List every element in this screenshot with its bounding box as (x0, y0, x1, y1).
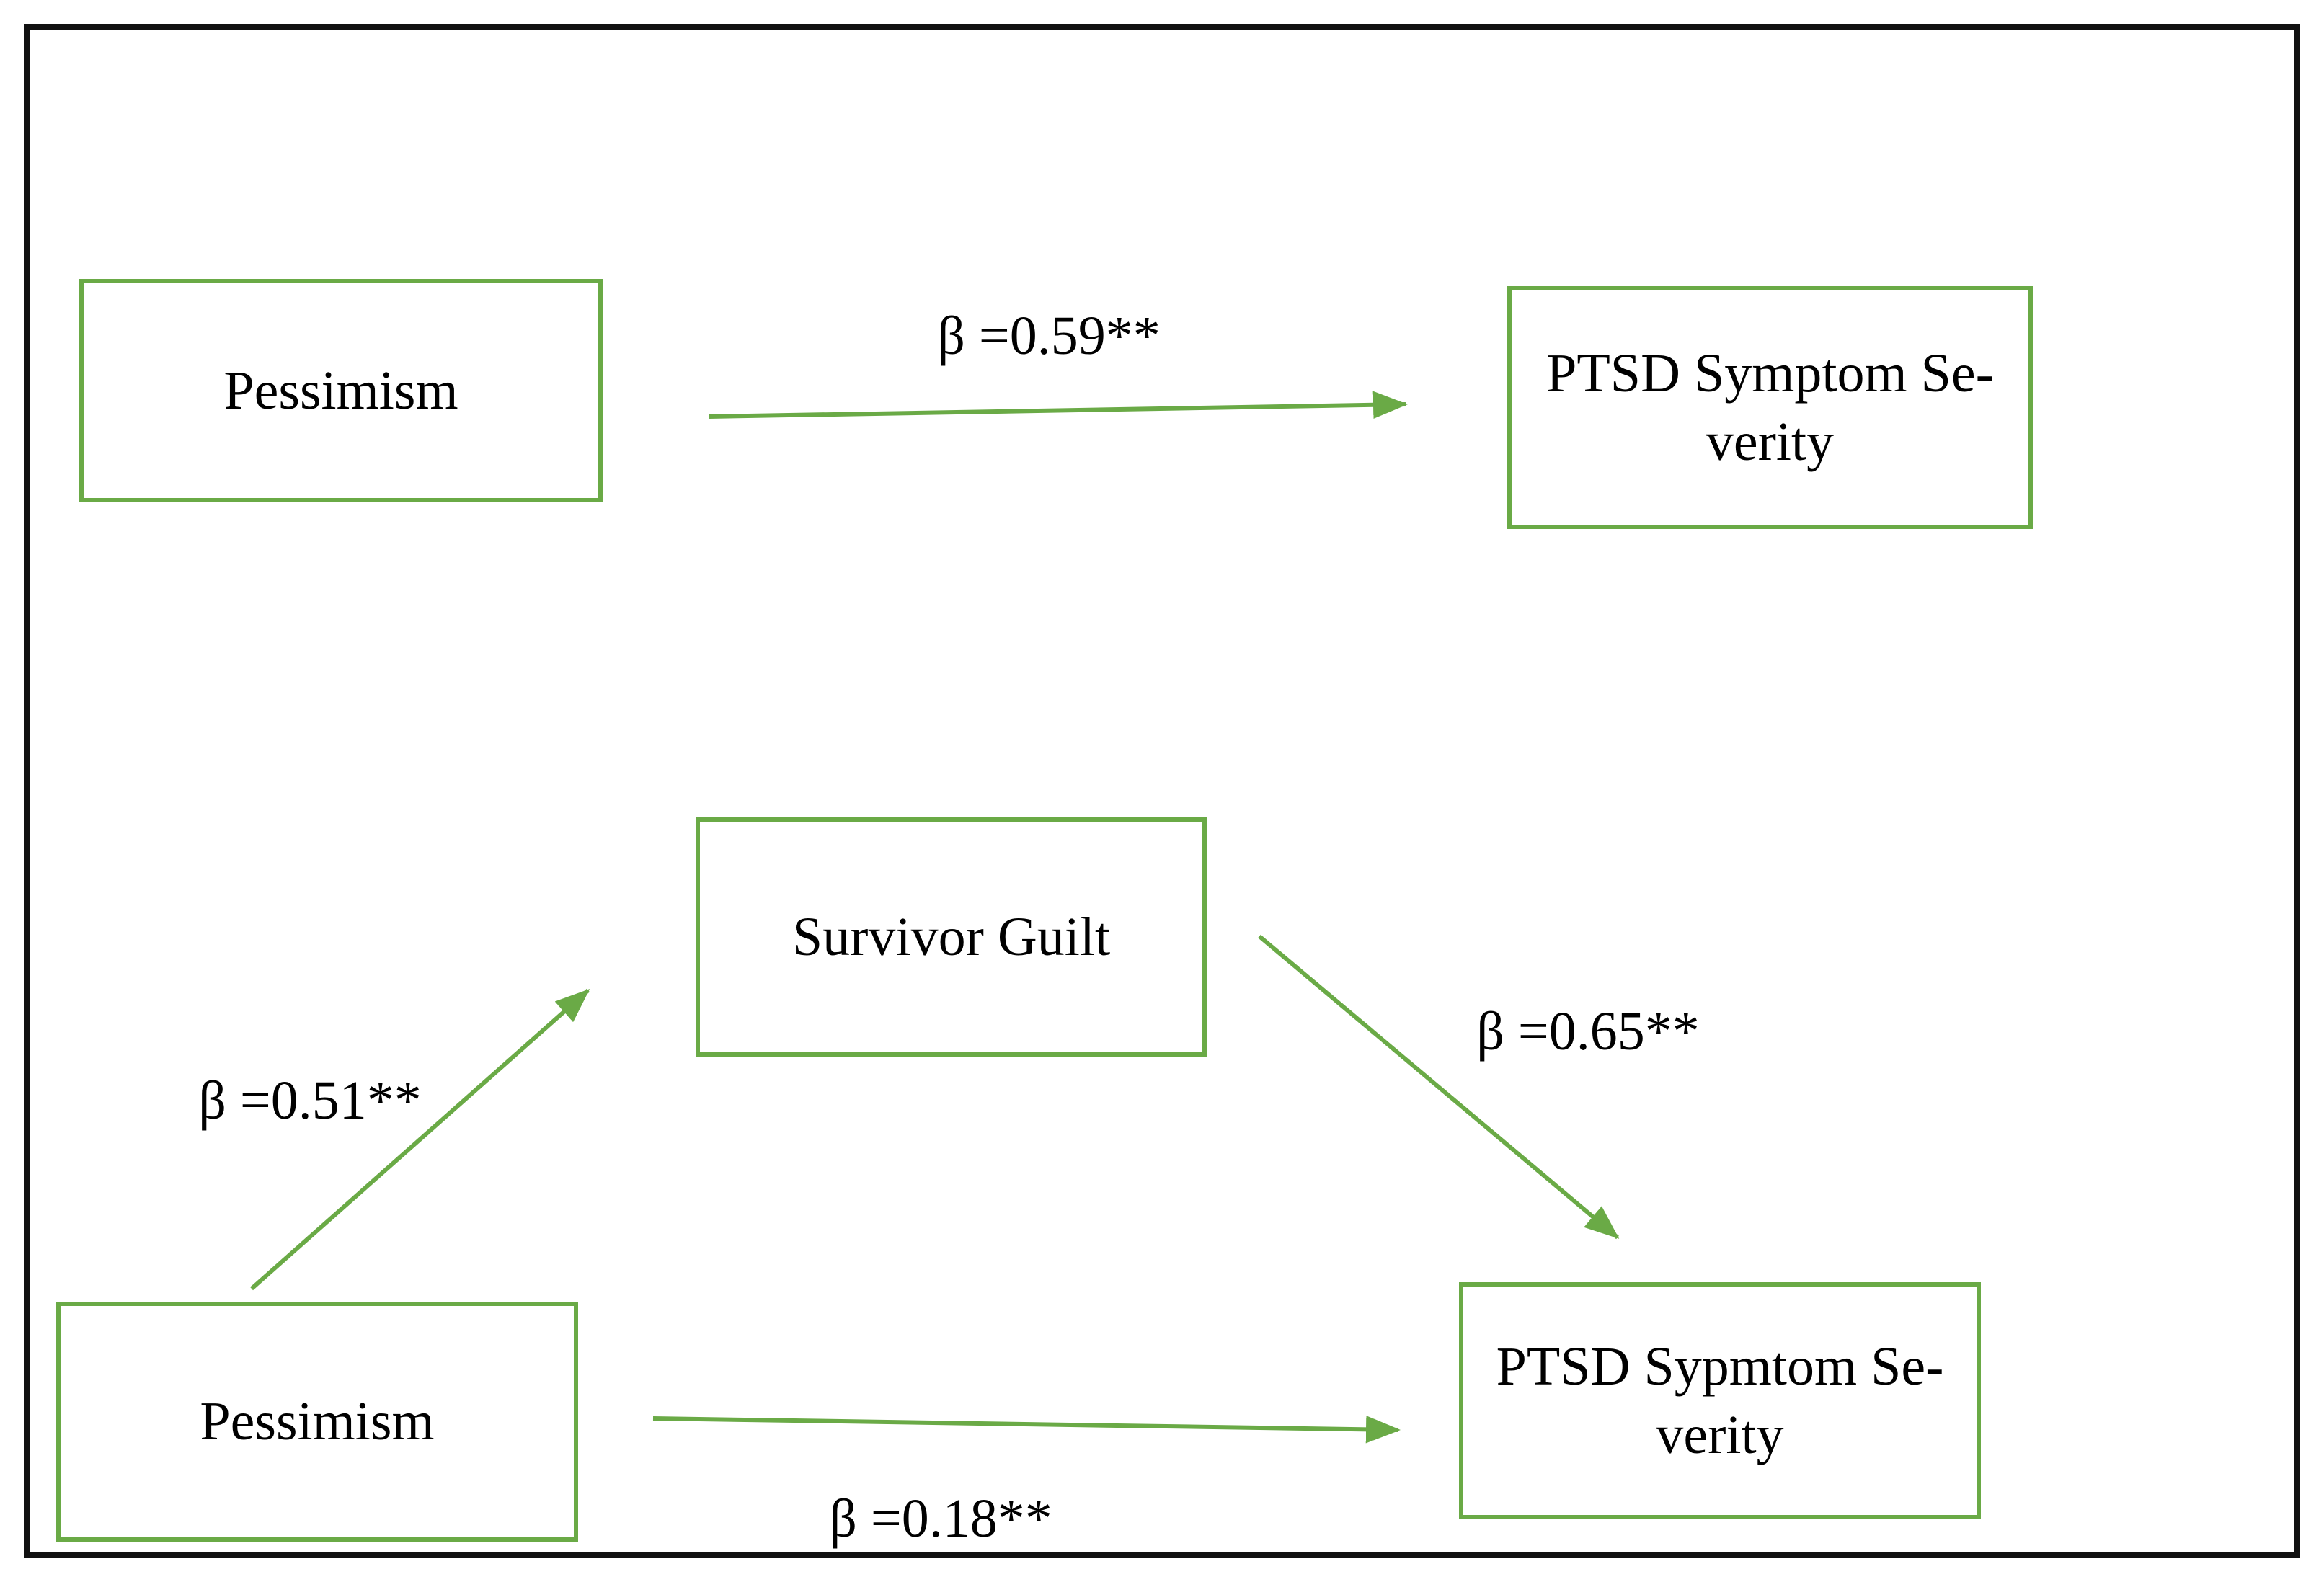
box-ptsd-severity-bottom-label: PTSD Sypmtom Se- verity (1496, 1336, 1944, 1465)
box-pessimism-bottom: Pessimism (56, 1302, 578, 1542)
box-pessimism-top: Pessimism (79, 279, 603, 502)
figure-border (24, 24, 2300, 1558)
box-ptsd-severity-bottom: PTSD Sypmtom Se- verity (1459, 1282, 1981, 1519)
label-beta-direct-top: β =0.59** (937, 306, 1161, 367)
box-pessimism-top-label: Pessimism (223, 360, 458, 421)
label-beta-b-path: β =0.65** (1476, 1001, 1700, 1062)
box-ptsd-severity-top: PTSD Symptom Se- verity (1507, 286, 2033, 529)
box-survivor-guilt-label: Survivor Guilt (791, 906, 1111, 967)
label-beta-c-path: β =0.18** (829, 1488, 1052, 1550)
box-survivor-guilt: Survivor Guilt (696, 817, 1207, 1057)
box-ptsd-severity-top-label: PTSD Symptom Se- verity (1546, 342, 1994, 472)
label-beta-a-path: β =0.51** (198, 1070, 422, 1132)
box-pessimism-bottom-label: Pessimism (200, 1391, 435, 1452)
